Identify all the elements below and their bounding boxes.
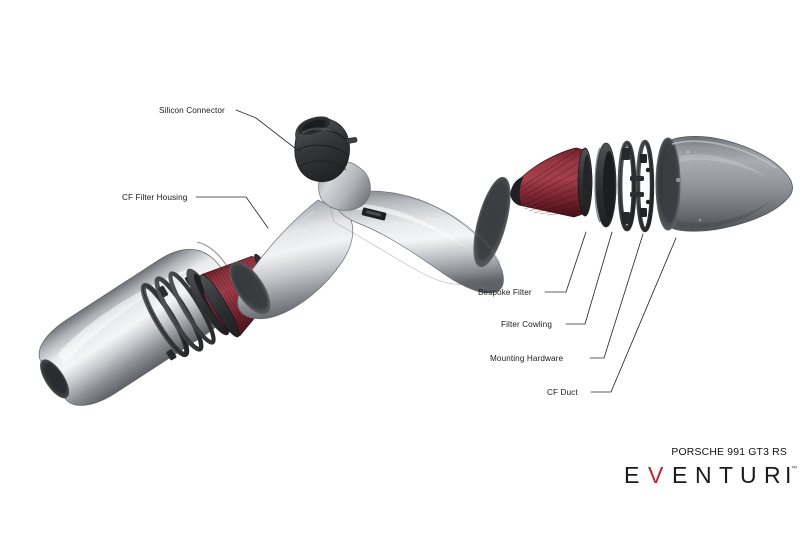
leader-lines <box>195 109 677 393</box>
eventuri-wordmark: E V E N T U R I ™ <box>624 462 797 488</box>
right-assembly <box>510 136 793 233</box>
leader-cf-duct <box>590 237 677 393</box>
callout-label-mounting-hardware: Mounting Hardware <box>490 354 563 363</box>
callout-label-cf-duct: CF Duct <box>547 388 578 397</box>
silicon-connector <box>294 116 358 183</box>
right-cf-duct <box>655 136 793 232</box>
brand-letter-v: V <box>648 462 664 488</box>
right-filter-cowling <box>594 142 617 228</box>
brand-letter-u: U <box>740 462 757 488</box>
cf-filter-housing-left-cone <box>229 199 354 320</box>
brand-letter-e1: E <box>624 462 639 488</box>
housing-seam <box>329 193 501 285</box>
brand-letter-e2: E <box>672 462 687 488</box>
callout-label-bespoke-filter: Bespoke Filter <box>478 288 532 297</box>
left-cf-duct <box>38 241 240 406</box>
brand-letter-r: R <box>764 462 781 488</box>
left-assembly <box>38 241 279 406</box>
callout-label-silicon-connector: Silicon Connector <box>159 106 225 115</box>
trademark-symbol: ™ <box>791 465 797 472</box>
leader-silicon-connector <box>235 109 301 153</box>
branding-block: PORSCHE 991 GT3 RS E V E N T U R I ™ <box>624 447 797 488</box>
right-bespoke-filter <box>510 147 593 218</box>
brand-letter-n: N <box>695 462 712 488</box>
callout-label-filter-cowling: Filter Cowling <box>501 320 552 329</box>
vehicle-model-label: PORSCHE 991 GT3 RS <box>671 447 787 458</box>
leader-bespoke-filter <box>544 231 587 293</box>
right-mounting-hardware <box>617 139 655 233</box>
brand-letter-t: T <box>719 462 733 488</box>
leader-mounting-hardware <box>589 233 644 359</box>
housing-clip <box>361 207 387 221</box>
callout-labels: Silicon Connector CF Filter Housing Besp… <box>122 106 578 397</box>
callout-label-cf-filter-housing: CF Filter Housing <box>122 193 188 202</box>
leader-filter-cowling <box>565 231 613 325</box>
filter-pleats <box>516 148 591 216</box>
leader-cf-filter-housing <box>195 196 269 229</box>
center-assembly <box>229 116 511 320</box>
brand-letter-i: I <box>785 462 791 488</box>
